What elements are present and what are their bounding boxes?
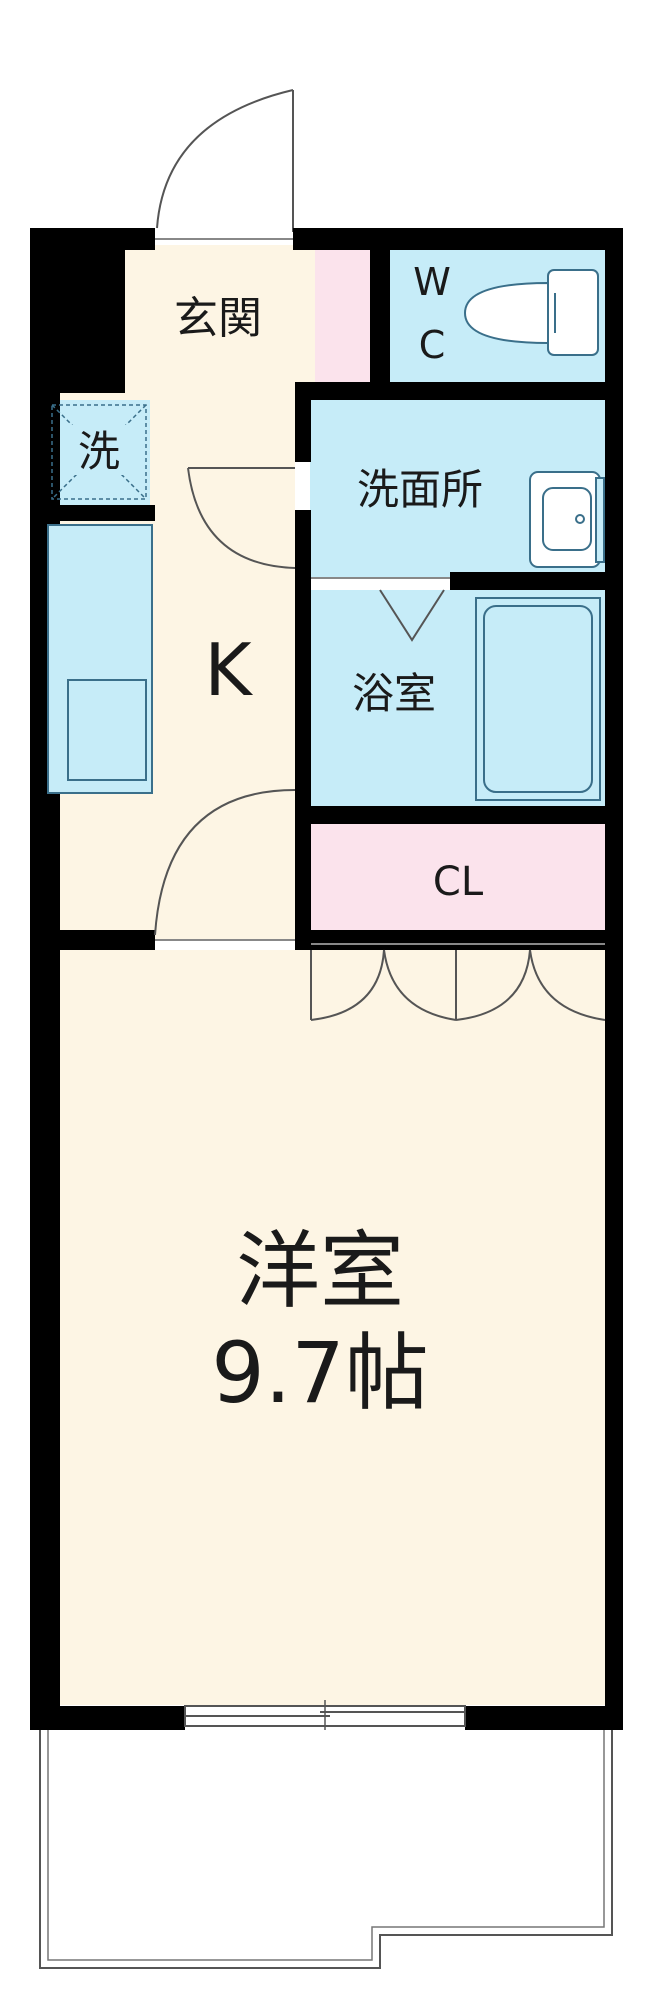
washer-label: 洗 [78, 427, 120, 476]
bath-door-swing [379, 589, 445, 642]
closet-floor [310, 823, 610, 940]
washroom-door [187, 467, 296, 569]
western-room-floor [45, 950, 615, 1705]
outer-walls [30, 228, 623, 1730]
bath-label: 浴室 [352, 669, 436, 718]
kitchen-counter [47, 524, 153, 794]
wc-label-w: W [413, 260, 451, 304]
wash-basin-fixture [529, 471, 605, 568]
bath-floor [310, 590, 610, 808]
western-room-label: 洋室 [236, 1222, 404, 1320]
genkan-corner-pillar [30, 228, 125, 393]
western-room-door [154, 789, 296, 941]
closet-folding-doors [310, 943, 606, 1021]
genkan-label: 玄関 [174, 293, 262, 344]
washroom-label: 洗面所 [357, 465, 483, 514]
balcony-window [184, 1700, 466, 1730]
wc-label-c: C [419, 323, 446, 367]
entrance-door [156, 89, 294, 232]
kitchen-label: K [204, 628, 253, 712]
balcony-outline [39, 1730, 613, 1969]
closet-label: CL [433, 859, 484, 905]
western-room-size: 9.7帖 [211, 1324, 429, 1422]
genkan-floor [123, 245, 315, 390]
washer-label-bg [66, 425, 132, 475]
genkan-storage-floor [315, 245, 370, 385]
toilet-fixture [463, 269, 599, 356]
bathtub-fixture [475, 597, 601, 801]
